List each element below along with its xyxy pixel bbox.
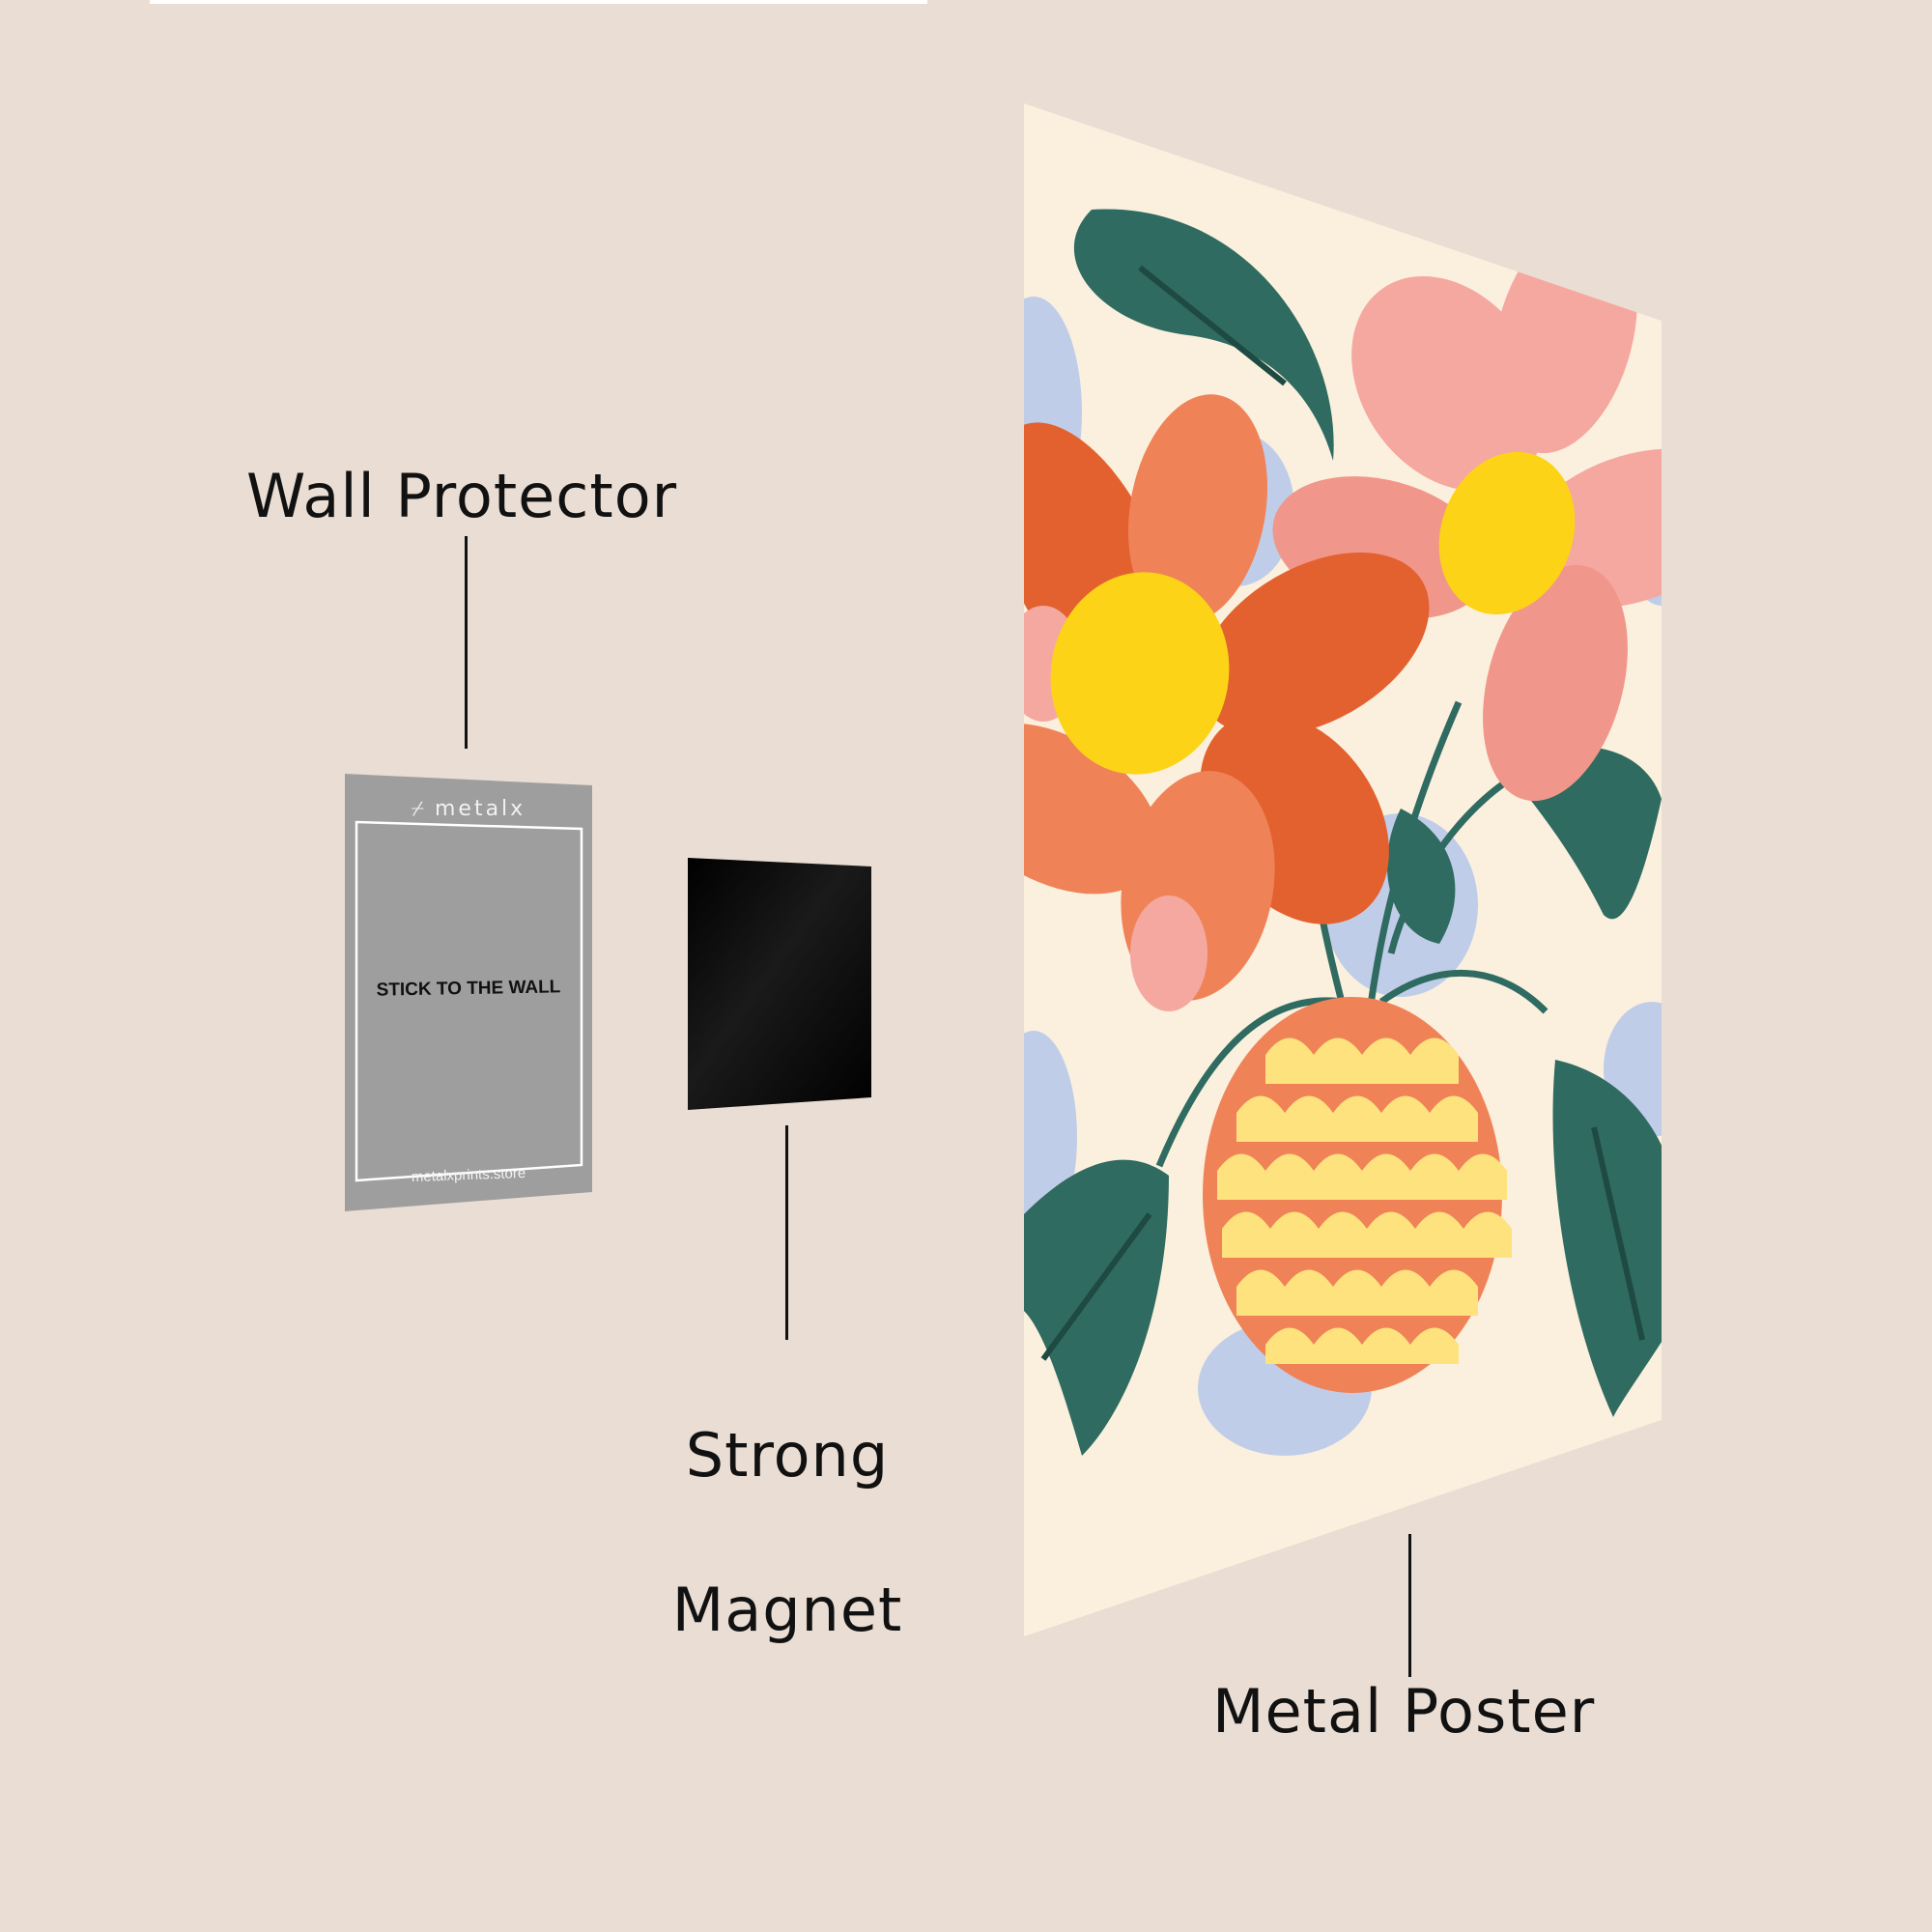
stick-to-wall-text: STICK TO THE WALL <box>376 977 561 1001</box>
strong-magnet-label-line1: Strong <box>685 1420 890 1491</box>
strong-magnet-label: Strong Magnet <box>0 1340 1575 1726</box>
strong-magnet <box>688 858 871 1110</box>
strong-magnet-label-line2: Magnet <box>671 1575 903 1645</box>
strong-magnet-leader-line <box>785 1125 788 1340</box>
wall-protector-card: ⌿metalx STICK TO THE WALL metalxprints.s… <box>345 774 592 1211</box>
brand-text: metalx <box>434 797 526 821</box>
metal-poster-leader-line <box>1408 1534 1411 1677</box>
poster-pot <box>1203 997 1512 1393</box>
wall-protector-leader-line <box>465 536 468 749</box>
metal-poster-label: Metal Poster <box>1212 1676 1596 1747</box>
wall-protector-shape <box>345 774 592 1211</box>
wall-protector-label: Wall Protector <box>246 461 678 531</box>
metalx-logo-icon: ⌿ <box>411 797 427 821</box>
metal-poster <box>1024 103 1662 1636</box>
wall-protector-brand: ⌿ metalx <box>345 797 592 821</box>
orange-flower <box>1024 394 1430 1011</box>
top-strip <box>150 0 927 4</box>
